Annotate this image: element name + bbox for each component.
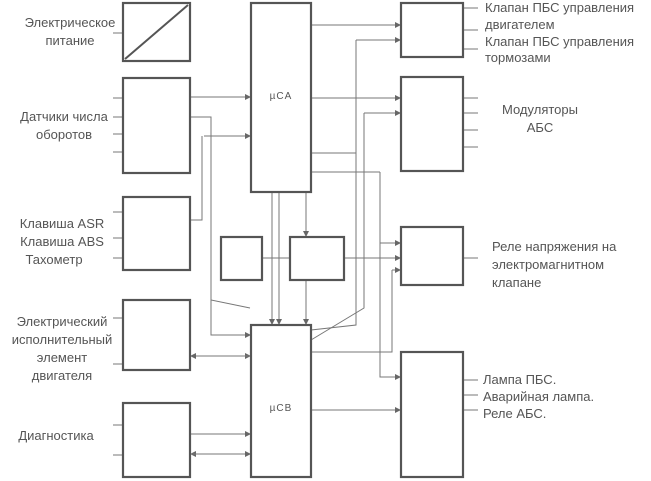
actuator-label-3: элемент: [37, 350, 88, 365]
input-labels: Электрическое питание Датчики числа обор…: [12, 15, 116, 443]
lamps-label-2: Аварийная лампа.: [483, 389, 594, 404]
keys-label-abs: Клавиша ABS: [20, 234, 104, 249]
modulators-label-2: АБС: [527, 120, 553, 135]
actuator-block: [121, 298, 192, 372]
keys-block: [121, 195, 192, 272]
speed-sensors-label-1: Датчики числа: [20, 109, 108, 124]
valves-label-1: Клапан ПБС управления: [485, 0, 634, 15]
valves-label-4: тормозами: [485, 50, 551, 65]
connections: [113, 7, 478, 457]
converter-diagonal: [124, 4, 189, 60]
microcontroller-b-label: µCB: [270, 403, 293, 414]
microcontroller-a-label: µCA: [270, 91, 293, 102]
diagnostics-label: Диагностика: [18, 428, 94, 443]
valves-block: [399, 1, 465, 59]
output-labels: Клапан ПБС управления двигателем Клапан …: [483, 0, 634, 421]
diagnostics-block: [121, 401, 192, 479]
microcontroller-b-block: [249, 323, 313, 479]
power-label-2: питание: [45, 33, 94, 48]
aux-block-small: [219, 235, 264, 282]
relay-label-2: электромагнитном: [492, 257, 604, 272]
keys-label-tachometer: Тахометр: [25, 252, 82, 267]
relay-block: [399, 225, 465, 287]
keys-label-asr: Клавиша ASR: [20, 216, 105, 231]
lamps-block: [399, 350, 465, 479]
actuator-label-2: исполнительный: [12, 332, 113, 347]
modulators-block: [399, 75, 465, 173]
actuator-label-4: двигателя: [32, 368, 92, 383]
relay-label-3: клапане: [492, 275, 541, 290]
speed-sensors-label-2: оборотов: [36, 127, 92, 142]
valves-label-3: Клапан ПБС управления: [485, 34, 634, 49]
power-label-1: Электрическое: [25, 15, 116, 30]
speed-sensors-block: [121, 76, 192, 175]
aux-block-middle: [288, 235, 346, 282]
modulators-label-1: Модуляторы: [502, 102, 578, 117]
lamps-label-3: Реле АБС.: [483, 406, 546, 421]
actuator-label-1: Электрический: [17, 314, 108, 329]
microcontroller-a-block: [249, 1, 313, 194]
valves-label-2: двигателем: [485, 17, 555, 32]
relay-label-1: Реле напряжения на: [492, 239, 617, 254]
lamps-label-1: Лампа ПБС.: [483, 372, 556, 387]
